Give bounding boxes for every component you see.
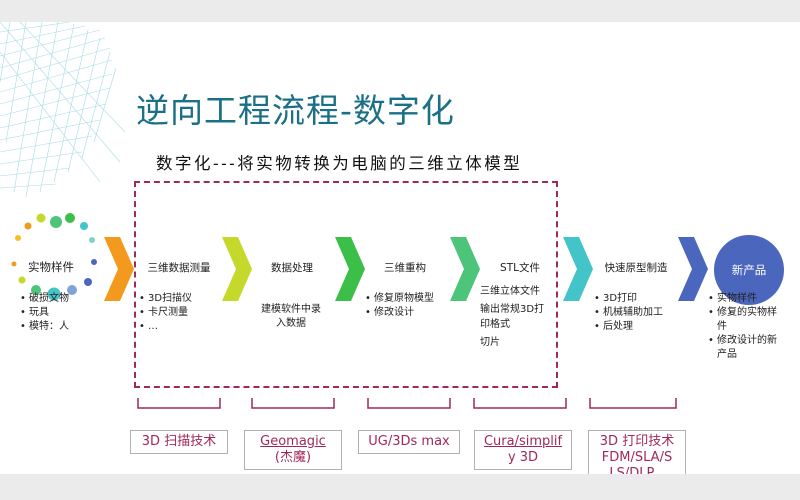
measure-items-list: 3D扫描仪 卡尺测量 … [139,292,192,334]
chevron-arrow-icon [222,237,252,301]
list-item: 机械辅助加工 [594,306,663,320]
digitization-dashed-box [134,181,558,388]
processing-text: 建模软件中录 入数据 [261,304,321,329]
bracket-icon [589,398,677,409]
list-item: 后处理 [594,320,663,334]
list-item: 模特：人 [20,320,69,334]
chevron-arrow-icon [678,237,708,301]
rp-items-list: 3D打印 机械辅助加工 后处理 [594,292,663,334]
tech-box-cura: Cura/simplif y 3D [474,430,572,470]
chevron-arrow-icon [104,237,134,301]
bracket-icon [367,398,451,409]
stage-label-measure: 三维数据测量 [147,262,211,274]
stage-label-processing: 数据处理 [271,262,313,274]
bracket-icon [473,398,567,409]
stl-text: 三维立体文件 输出常规3D打 印格式 切片 [480,286,545,348]
tech-box-geomagic: Geomagic (杰魔) [244,430,342,470]
list-item: 卡尺测量 [139,306,192,320]
tech-box-scan: 3D 扫描技术 [130,430,228,454]
list-item: 玩具 [20,306,69,320]
subtitle: 数字化---将实物转换为电脑的三维立体模型 [156,154,523,173]
tech-box-ug: UG/3Ds max [358,430,460,454]
reconstruct-items-list: 修复原物模型 修改设计 [365,292,434,320]
list-item: 实物样件 [708,292,794,306]
bracket-icon [137,398,221,409]
bracket-icon [251,398,335,409]
stage-label-stl: STL文件 [500,262,540,274]
chevron-arrow-icon [563,237,593,301]
list-item: 修改设计 [365,306,434,320]
end-label: 新产品 [731,263,767,277]
stage-label-reconstruct: 三维重构 [384,262,426,274]
list-item: 破损文物 [20,292,69,306]
list-item: 3D打印 [594,292,663,306]
list-item: 修复原物模型 [365,292,434,306]
slide: 逆向工程流程-数字化 数字化---将实物转换为电脑的三维立体模型 实物样件 [0,22,800,474]
stage-label-rapid-prototyping: 快速原型制造 [604,262,668,274]
start-label: 实物样件 [28,260,74,274]
chevron-arrow-icon [450,237,480,301]
tech-box-3d-print: 3D 打印技术 FDM/SLA/S LS/DLP... [588,430,686,474]
page-title: 逆向工程流程-数字化 [136,91,455,130]
chevron-arrow-icon [335,237,365,301]
list-item: … [139,320,192,334]
start-items-list: 破损文物 玩具 模特：人 [20,292,69,334]
list-item: 3D扫描仪 [139,292,192,306]
wireframe-decoration [0,22,126,198]
